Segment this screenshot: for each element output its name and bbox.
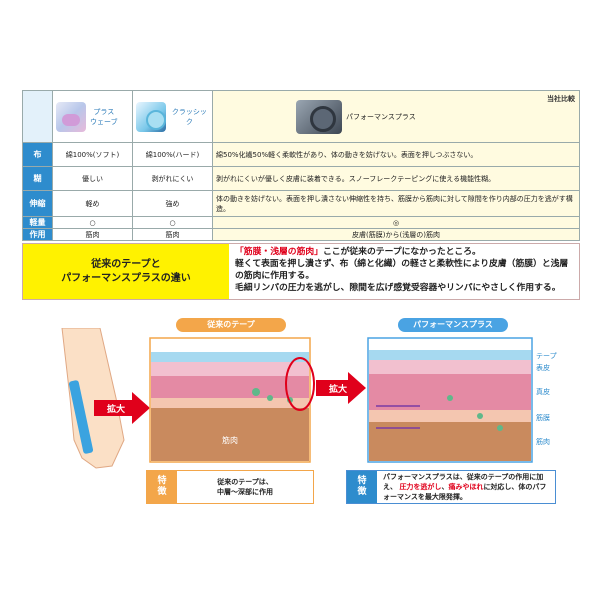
- left-layer-fascia: [151, 398, 309, 408]
- right-layer-dermis: [369, 374, 531, 410]
- feature-badge: 特 徴: [347, 471, 377, 503]
- difference-text: 「筋膜・浅層の筋肉」ここが従来のテープになかったところ。 軽くて表面を押し潰さず…: [229, 244, 579, 299]
- right-layer-fascia: [369, 410, 531, 422]
- difference-box: 従来のテープと パフォーマンスプラスの違い 「筋膜・浅層の筋肉」ここが従来のテー…: [22, 243, 580, 300]
- left-layer-tape: [151, 352, 309, 362]
- table-row: 軽量 ○ ○ ◎: [22, 216, 580, 229]
- table-row: 伸縮 軽め 強め 体の動きを妨げない。表面を押し潰さない伸縮性を持ち、筋膜から筋…: [22, 190, 580, 217]
- left-layer-muscle: [151, 408, 309, 461]
- right-layer-tape: [369, 350, 531, 360]
- layer-label-epidermis: 表皮: [536, 363, 550, 372]
- layer-label-muscle: 筋肉: [536, 437, 550, 446]
- arm-tape: [68, 380, 94, 454]
- conventional-caption-line1: 従来のテープは、: [217, 478, 273, 486]
- left-highlight-circle: [285, 357, 315, 411]
- difference-line1: ここが従来のテープになかったところ。: [322, 247, 481, 257]
- product-1-image: [56, 101, 86, 132]
- conventional-caption-line2: 中層～深部に作用: [217, 488, 273, 496]
- performance-caption-red2: 痛みやほれ: [448, 483, 484, 491]
- right-lymph-dot: [447, 395, 453, 401]
- enlarge-arrow-left: [94, 392, 150, 424]
- table-row: 布 綿100%(ソフト) 綿100%(ハード) 綿50%化繊50%軽く柔軟性があ…: [22, 142, 580, 167]
- conventional-caption: 特 徴 従来のテープは、 中層～深部に作用: [146, 470, 314, 504]
- layer-label-tape: テープ: [536, 352, 557, 360]
- ratio-note: 当社比較: [547, 95, 575, 103]
- header-corner: [22, 90, 53, 143]
- left-lymph-dot: [267, 395, 273, 401]
- enlarge-label-left: 拡大: [107, 403, 125, 415]
- left-lymph-dot: [252, 388, 260, 396]
- cell-p2: 綿100%(ハード): [132, 142, 213, 167]
- product-1-name: プラス ウェーブ: [90, 107, 118, 126]
- cell-p1: 軽め: [52, 190, 133, 217]
- performance-caption-line1: パフォーマンスプラスは、従来のテープの作用に加え、: [383, 473, 544, 491]
- row-label: 布: [22, 142, 53, 167]
- product-3-name: パフォーマンスプラス: [346, 112, 416, 121]
- cell-p3: 綿50%化繊50%軽く柔軟性があり、体の動きを妨げない。表面を押しつぶさない。: [212, 142, 580, 167]
- arm-illustration: [61, 328, 125, 469]
- difference-heading-line2: パフォーマンスプラスの違い: [61, 272, 191, 284]
- right-layer-epidermis: [369, 360, 531, 374]
- difference-highlight: 「筋膜・浅層の筋肉」: [235, 247, 323, 257]
- cell-p3: 皮膚(筋膜)から(浅層の)筋肉: [212, 228, 580, 241]
- comparison-table: プラス ウェーブ クラッシック 当社比較 パフォーマンスプラス 布 綿100%(…: [22, 90, 580, 241]
- product-3-image: [296, 99, 342, 134]
- left-muscle-label: 筋肉: [222, 435, 238, 445]
- left-layer-epidermis: [151, 362, 309, 376]
- cell-p2: 筋肉: [132, 228, 213, 241]
- difference-line3: 毛細リンパの圧力を逃がし、隙間を広げ感覚受容器やリンパにやさしく作用する。: [235, 283, 561, 293]
- enlarge-label-right: 拡大: [329, 383, 347, 395]
- comparison-table-wrapper: プラス ウェーブ クラッシック 当社比較 パフォーマンスプラス 布 綿100%(…: [22, 90, 580, 241]
- right-lymph-dot: [497, 425, 503, 431]
- cell-p1: 綿100%(ソフト): [52, 142, 133, 167]
- enlarge-arrow-right: [316, 372, 366, 404]
- difference-line2: 軽くて表面を押し潰さず、布（綿と化繊）の軽さと柔軟性により皮膚（筋膜）と浅層の筋…: [235, 259, 569, 281]
- product-2-cell: クラッシック: [132, 90, 213, 143]
- performance-plus-title: パフォーマンスプラス: [398, 318, 508, 332]
- cell-p2: 剥がれにくい: [132, 166, 213, 191]
- feature-badge: 特 徴: [147, 471, 177, 503]
- table-header-row: プラス ウェーブ クラッシック 当社比較 パフォーマンスプラス: [22, 90, 580, 143]
- product-2-name: クラッシック: [171, 107, 207, 126]
- cell-p2: 強め: [132, 190, 213, 217]
- table-row: 糊 優しい 剥がれにくい 剥がれにくいが優しく皮膚に装着できる。スノーフレークテ…: [22, 166, 580, 191]
- cell-p3: 体の動きを妨げない。表面を押し潰さない伸縮性を持ち、筋膜から筋肉に対して隙間を作…: [212, 190, 580, 217]
- product-1-cell: プラス ウェーブ: [52, 90, 133, 143]
- cell-p3: 剥がれにくいが優しく皮膚に装着できる。スノーフレークテーピングに使える機能性糊。: [212, 166, 580, 191]
- row-label: 伸縮: [22, 190, 53, 217]
- left-layer-dermis: [151, 376, 309, 398]
- cell-p1: ○: [52, 216, 133, 229]
- difference-heading-line1: 従来のテープと: [91, 258, 161, 270]
- cell-p3: ◎: [212, 216, 580, 229]
- cell-p1: 優しい: [52, 166, 133, 191]
- conventional-tape-title: 従来のテープ: [176, 318, 286, 332]
- cell-p1: 筋肉: [52, 228, 133, 241]
- tape-comparison-diagram: 拡大 筋肉 拡大 テープ 表皮 真皮 筋膜 筋肉: [61, 328, 557, 469]
- right-lymph-dot: [477, 413, 483, 419]
- performance-caption: 特 徴 パフォーマンスプラスは、従来のテープの作用に加え、 圧力を逃がし、痛みや…: [346, 470, 556, 504]
- row-label: 作用: [22, 228, 53, 241]
- layer-label-fascia: 筋膜: [536, 413, 550, 422]
- row-label: 糊: [22, 166, 53, 191]
- performance-caption-red1: 圧力を逃がし: [399, 483, 442, 491]
- difference-heading: 従来のテープと パフォーマンスプラスの違い: [23, 244, 229, 299]
- product-2-image: [136, 101, 166, 132]
- table-row: 作用 筋肉 筋肉 皮膚(筋膜)から(浅層の)筋肉: [22, 228, 580, 241]
- performance-caption-rest: に対応し、体のパフォーマンスを最大限発揮。: [383, 483, 547, 501]
- cell-p2: ○: [132, 216, 213, 229]
- product-3-cell: 当社比較 パフォーマンスプラス: [212, 90, 580, 143]
- row-label: 軽量: [22, 216, 53, 229]
- layer-label-dermis: 真皮: [536, 387, 550, 396]
